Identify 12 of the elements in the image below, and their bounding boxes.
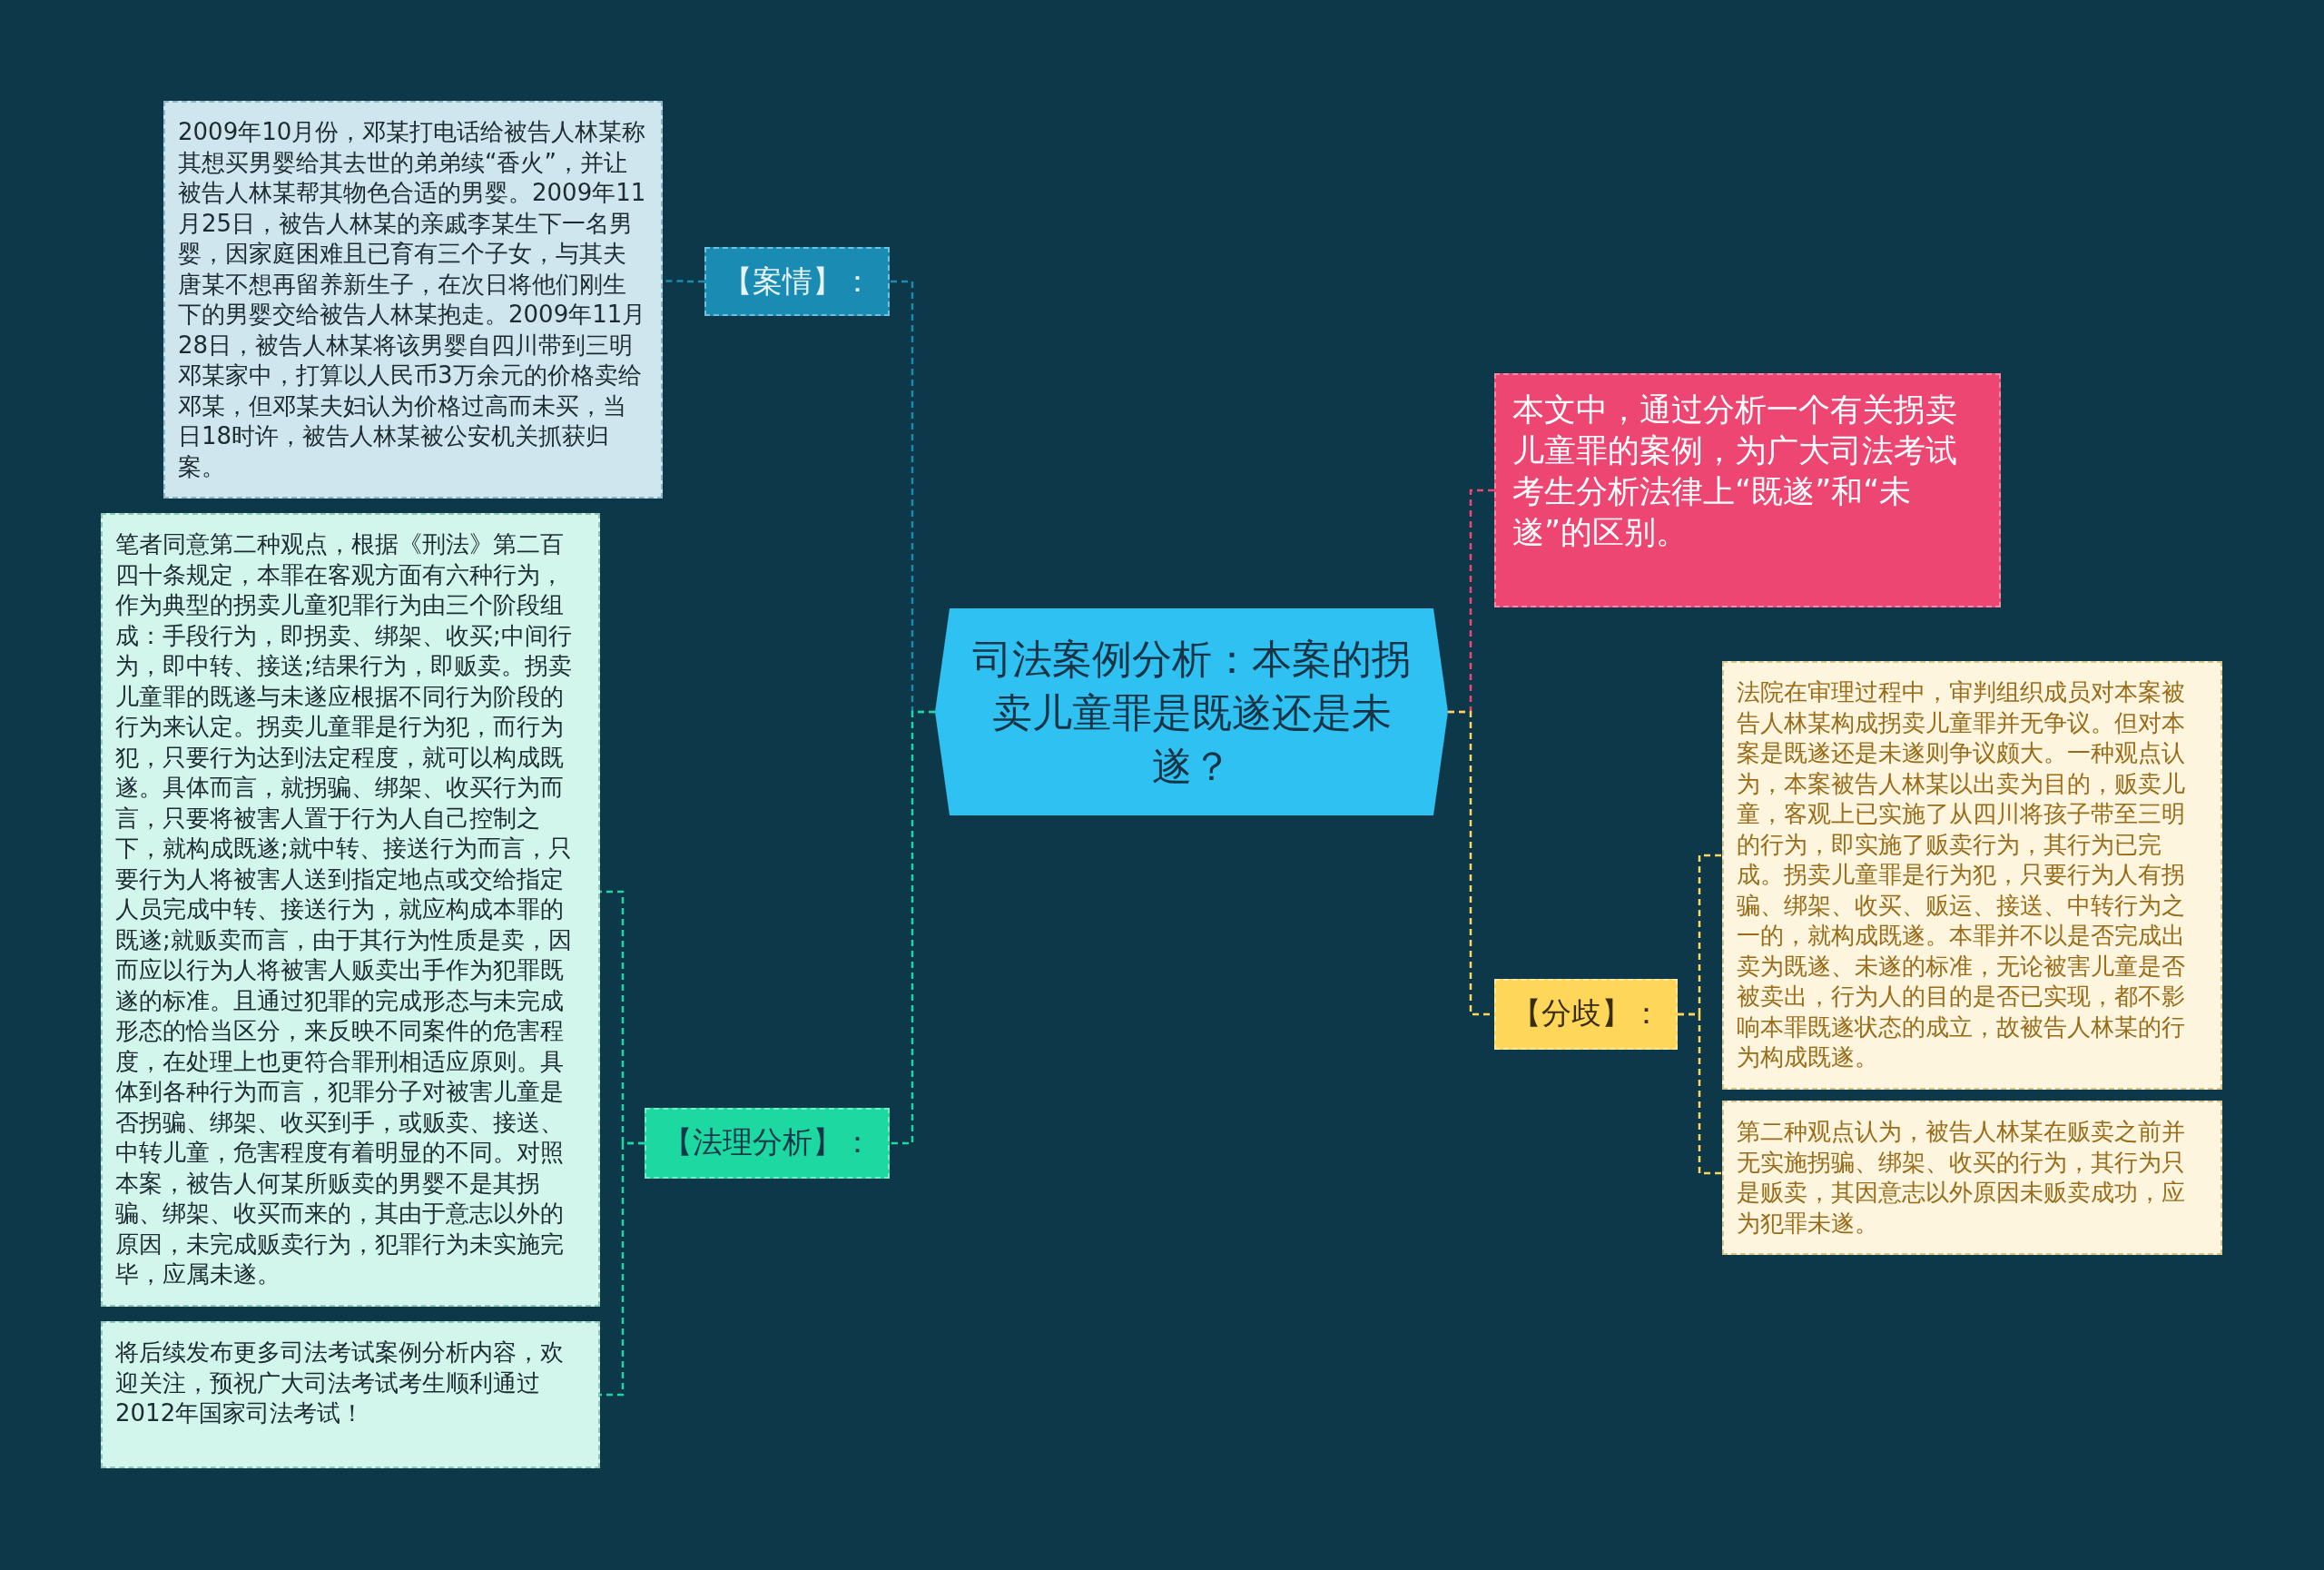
topic-label: 【案情】： bbox=[704, 247, 890, 316]
text-box: 第二种观点认为，被告人林某在贩卖之前并无实施拐骗、绑架、收买的行为，其行为只是贩卖，其因意志以外原因未贩卖成功，应为犯罪未遂。 bbox=[1722, 1101, 2222, 1255]
text-box: 将后续发布更多司法考试案例分析内容，欢迎关注，预祝广大司法考试考生顺利通过2012年国家司法考试！ bbox=[101, 1321, 600, 1468]
text-box: 法院在审理过程中，审判组织成员对本案被告人林某构成拐卖儿童罪并无争议。但对本案是既遂还是未遂则争议颇大。一种观点认为，本案被告人林某以出卖为目的，贩卖儿童，客观上已实施了从四川将孩子带至三明的行为，即实施了贩卖行为，其行为已完成。拐卖儿童罪是行为犯，只要行为人有拐骗、绑架、收买、贩运、接送、中转行为之一的，就构成既遂。本罪并不以是否完成出卖为既遂、未遂的标准，无论被害儿童是否被卖出，行为人的目的是否已实现，都不影响本罪既遂状态的成立，故被告人林某的行为构成既遂。 bbox=[1722, 661, 2222, 1090]
summary-box: 本文中，通过分析一个有关拐卖儿童罪的案例，为广大司法考试考生分析法律上“既遂”和“未遂”的区别。 bbox=[1494, 373, 2001, 607]
connector-line bbox=[1678, 1012, 1722, 1175]
topic-label: 【分歧】： bbox=[1494, 979, 1678, 1050]
topic-label: 【法理分析】： bbox=[645, 1108, 890, 1179]
text-box: 2009年10月份，邓某打电话给被告人林某称其想买男婴给其去世的弟弟续“香火”，并让被告人林某帮其物色合适的男婴。2009年11月25日，被告人林某的亲戚李某生下一名男婴，因家庭困难且已育有三个子女，与其夫唐某不想再留养新生子，在次日将他们刚生下的男婴交给被告人林某抱走。2009年11月28日，被告人林某将该男婴自四川带到三明邓某家中，打算以人民币3万余元的价格卖给邓某，但邓某夫妇认为价格过高而未买，当日18时许，被告人林某被公安机关抓获归案。 bbox=[163, 101, 663, 499]
connector-line bbox=[890, 710, 935, 1145]
central-topic: 司法案例分析：本案的拐卖儿童罪是既遂还是未遂？ bbox=[935, 608, 1448, 815]
text-box: 笔者同意第二种观点，根据《刑法》第二百四十条规定，本罪在客观方面有六种行为，作为典型的拐卖儿童犯罪行为由三个阶段组成：手段行为，即拐卖、绑架、收买;中间行为，即中转、接送;结果行为，即贩卖。拐卖儿童罪的既遂与未遂应根据不同行为阶段的行为来认定。拐卖儿童罪是行为犯，而行为犯，只要行为达到法定程度，就可以构成既遂。具体而言，就拐骗、绑架、收买行为而言，只要将被害人置于行为人自己控制之下，就构成既遂;就中转、接送行为而言，只要行为人将被害人送到指定地点或交给指定人员完成中转、接送行为，就应构成本罪的既遂;就贩卖而言，由于其行为性质是卖，因而应以行为人将被害人贩卖出手作为犯罪既遂的标准。且通过犯罪的完成形态与未完成形态的恰当区分，来反映不同案件的危害程度，在处理上也更符合罪刑相适应原则。具体到各种行为而言，犯罪分子对被害儿童是否拐骗、绑架、收买到手，或贩卖、接送、中转儿童，危害程度有着明显的不同。对照本案，被告人何某所贩卖的男婴不是其拐骗、绑架、收买而来的，其由于意志以外的原因，未完成贩卖行为，犯罪行为未实施完毕，应属未遂。 bbox=[101, 513, 600, 1307]
